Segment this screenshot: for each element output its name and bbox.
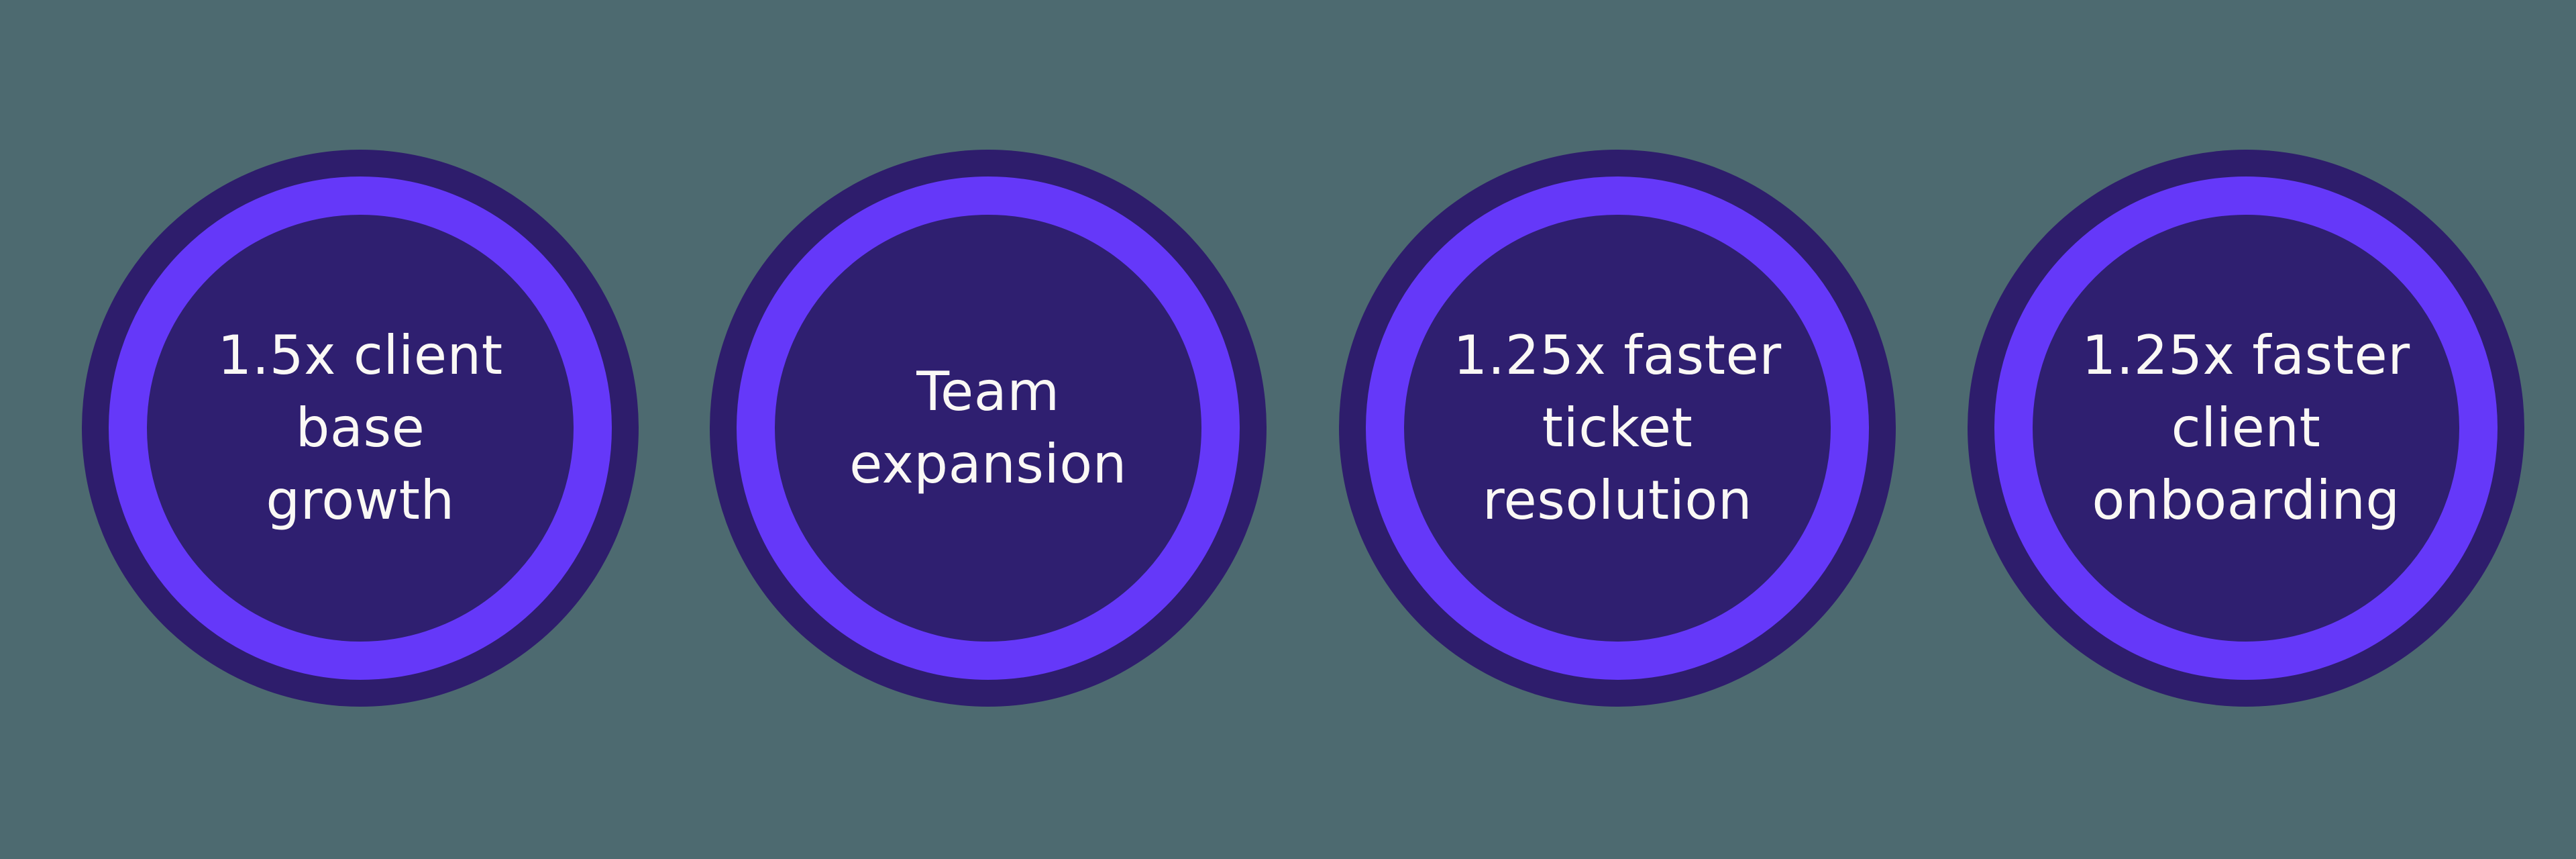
stat-circle-label: Team expansion: [849, 360, 1127, 495]
stat-circle-client-base-growth: 1.5x client base growth: [109, 176, 612, 680]
stat-circle-label: 1.25x faster client onboarding: [2082, 324, 2410, 532]
stat-circle-client-onboarding: 1.25x faster client onboarding: [1994, 176, 2498, 680]
stat-circle-label: 1.5x client base growth: [217, 324, 503, 532]
stat-circle-team-expansion: Team expansion: [737, 176, 1240, 680]
stat-circle-label: 1.25x faster ticket resolution: [1453, 324, 1782, 532]
stat-circle-ticket-resolution: 1.25x faster ticket resolution: [1366, 176, 1869, 680]
